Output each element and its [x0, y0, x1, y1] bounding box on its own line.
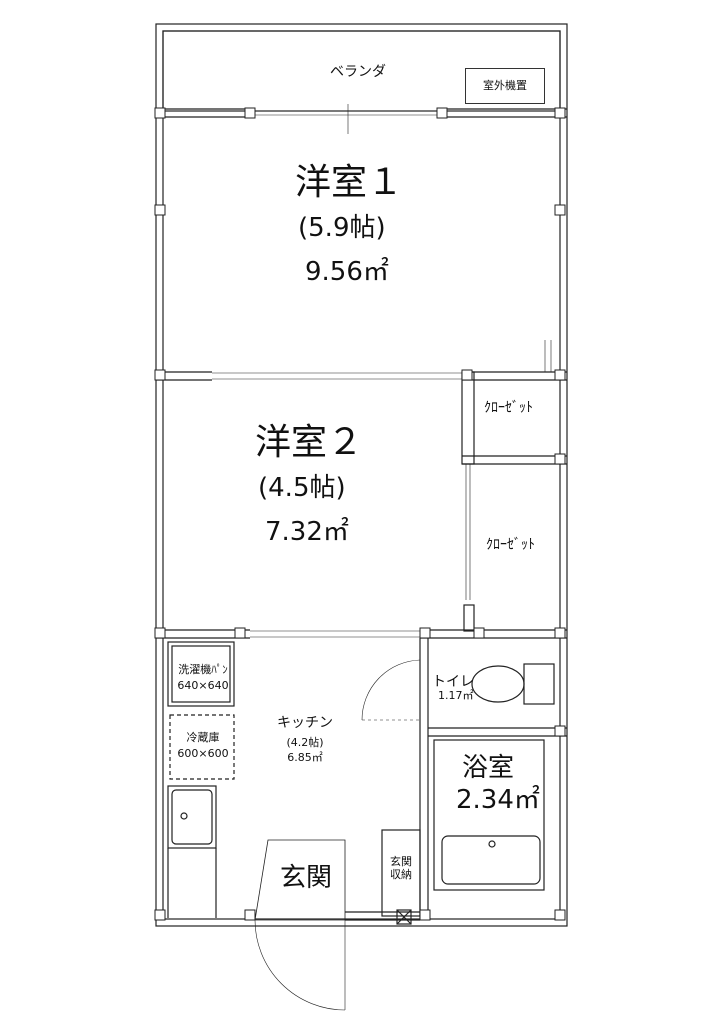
bathtub-area — [433, 739, 545, 891]
toilet-name: トイレ — [432, 674, 474, 690]
fridge-label: 冷蔵庫 — [186, 731, 220, 744]
bath-area: 2.34㎡ — [456, 785, 540, 815]
toilet-bowl — [471, 665, 525, 703]
bath-name: 浴室 — [462, 753, 515, 783]
room1-tatami: (5.9帖) — [298, 213, 386, 243]
room1-name: 洋室１ — [295, 162, 404, 203]
kitchen-name: キッチン — [277, 715, 333, 731]
fridge-box — [169, 714, 235, 780]
room2-name: 洋室２ — [255, 422, 364, 463]
washer-pan-size: 640×640 — [177, 679, 229, 692]
kitchen-tatami: (4.2帖) — [286, 736, 324, 749]
washer-pan-label: 洗濯機ﾊﾟﾝ — [178, 663, 228, 676]
kitchen-area: 6.85㎡ — [287, 751, 323, 764]
entrance-label: 玄関 — [280, 863, 333, 893]
veranda-label: ベランダ — [330, 64, 386, 80]
closet2-label: ｸﾛｰｾﾞｯﾄ — [486, 537, 535, 553]
room2-tatami: (4.5帖) — [258, 473, 346, 503]
room2-area: 7.32㎡ — [265, 517, 349, 547]
room1-area: 9.56㎡ — [305, 257, 389, 287]
outdoor-unit-label: 室外機置 — [465, 68, 545, 104]
closet1-label: ｸﾛｰｾﾞｯﾄ — [484, 400, 533, 416]
toilet-area: 1.17㎡ — [438, 689, 474, 702]
outer-wall — [155, 23, 568, 927]
sink — [167, 785, 217, 849]
bathtub — [441, 835, 541, 885]
fridge-size: 600×600 — [177, 747, 229, 760]
entrance-storage-label: 玄関 収納 — [390, 855, 412, 881]
washer-pan-box — [167, 641, 235, 707]
